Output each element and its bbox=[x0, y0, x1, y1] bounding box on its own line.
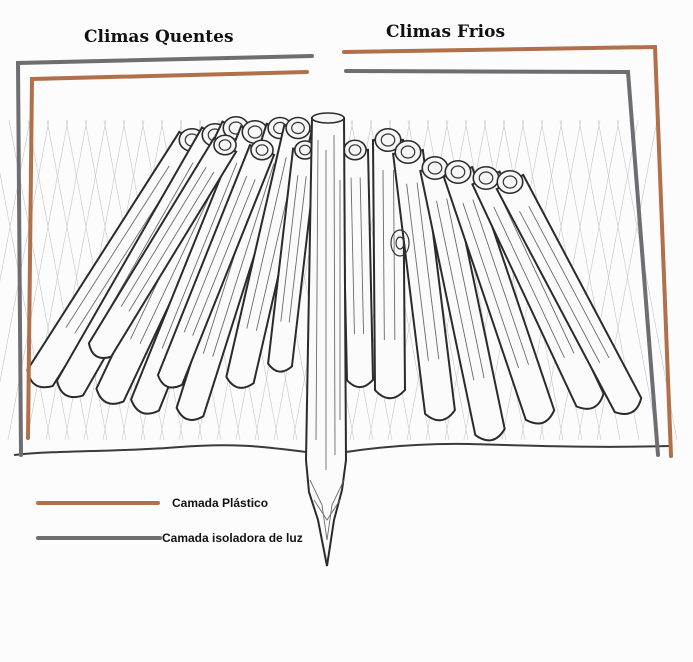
log-end-ring bbox=[473, 167, 499, 190]
log-end-ring bbox=[214, 135, 236, 155]
log bbox=[342, 140, 373, 387]
log-end-ring bbox=[286, 118, 310, 139]
cold-climates-heading: Climas Frios bbox=[386, 22, 505, 42]
central-stake bbox=[306, 113, 346, 566]
legend-label-light-insulating: Camada isoladora de luz bbox=[162, 531, 303, 545]
log-body bbox=[342, 150, 373, 387]
warm-climates-heading: Climas Quentes bbox=[84, 27, 234, 47]
legend-label-plastic: Camada Plástico bbox=[172, 496, 268, 510]
log-end-ring bbox=[445, 161, 471, 184]
log-end-ring bbox=[251, 140, 273, 160]
log-end-ring bbox=[395, 141, 421, 164]
log-end-ring bbox=[344, 140, 366, 160]
log-end-ring bbox=[497, 171, 523, 194]
